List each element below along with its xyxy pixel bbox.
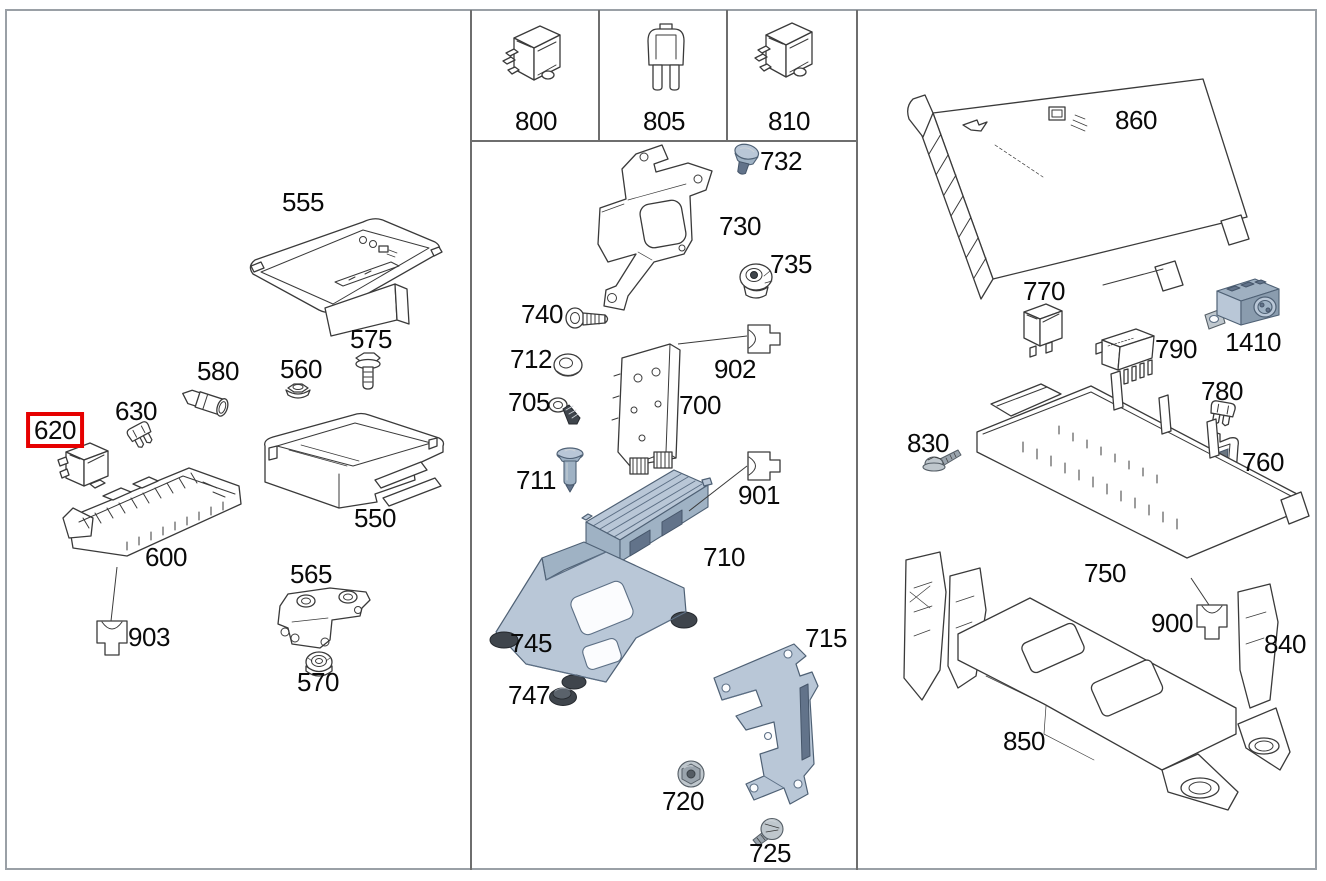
- part-callout-705[interactable]: 705: [508, 387, 550, 417]
- part-575-drawing: [355, 352, 381, 390]
- part-callout-840[interactable]: 840: [1264, 629, 1306, 659]
- part-805-drawing: [647, 23, 685, 91]
- part-callout-565[interactable]: 565: [290, 559, 332, 589]
- leader-lines: [110, 335, 1210, 622]
- part-620-drawing: [57, 442, 109, 489]
- leader-line-600-903: [110, 566, 118, 622]
- part-callout-700[interactable]: 700: [679, 390, 721, 420]
- part-565-drawing: [277, 587, 371, 649]
- part-570-drawing: [305, 651, 333, 677]
- part-1410-drawing: [1204, 278, 1280, 330]
- diagram-outer-border: [5, 9, 1317, 870]
- part-callout-600[interactable]: 600: [145, 542, 187, 572]
- part-callout-747[interactable]: 747: [508, 680, 550, 710]
- part-715-drawing: [713, 643, 819, 805]
- panel-divider-middle-right: [856, 10, 858, 870]
- part-580-drawing: [182, 389, 229, 417]
- panel-divider-left-middle: [470, 10, 472, 870]
- part-callout-900[interactable]: 900: [1151, 608, 1193, 638]
- part-735-drawing: [739, 263, 773, 299]
- part-740-drawing: [565, 307, 609, 329]
- part-790-drawing: [1095, 328, 1155, 385]
- part-callout-760[interactable]: 760: [1242, 447, 1284, 477]
- part-745-drawing: [489, 541, 698, 690]
- part-callout-850[interactable]: 850: [1003, 726, 1045, 756]
- part-860-drawing: [907, 78, 1250, 300]
- part-750-drawing: [976, 370, 1310, 559]
- part-747-drawing: [549, 687, 577, 706]
- part-callout-711[interactable]: 711: [516, 465, 556, 495]
- part-730-drawing: [597, 144, 713, 311]
- part-callout-810[interactable]: 810: [768, 106, 810, 136]
- part-callout-710[interactable]: 710: [703, 542, 745, 572]
- leader-line-700-902: [677, 335, 748, 345]
- part-710-drawing: [581, 469, 713, 563]
- part-callout-860[interactable]: 860: [1115, 105, 1157, 135]
- part-callout-790[interactable]: 790: [1155, 334, 1197, 364]
- part-callout-780[interactable]: 780: [1201, 376, 1243, 406]
- part-callout-902[interactable]: 902: [714, 354, 756, 384]
- part-732-drawing: [734, 143, 760, 175]
- part-callout-555[interactable]: 555: [282, 187, 324, 217]
- reference-cells-bottom-line: [470, 140, 857, 142]
- part-850-drawing: [903, 551, 1291, 811]
- part-callout-745[interactable]: 745: [510, 628, 552, 658]
- part-callout-620[interactable]: 620: [26, 412, 84, 448]
- part-callout-805[interactable]: 805: [643, 106, 685, 136]
- part-callout-575[interactable]: 575: [350, 324, 392, 354]
- part-callout-715[interactable]: 715: [805, 623, 847, 653]
- reference-cell-divider-1: [598, 10, 600, 140]
- part-705-drawing: [548, 397, 581, 425]
- leader-line-710-901: [688, 465, 748, 512]
- part-callout-770[interactable]: 770: [1023, 276, 1065, 306]
- part-callout-830[interactable]: 830: [907, 428, 949, 458]
- part-560-drawing: [285, 383, 311, 399]
- part-830-drawing: [922, 449, 962, 472]
- part-callout-550[interactable]: 550: [354, 503, 396, 533]
- part-600-drawing: [62, 467, 242, 557]
- part-callout-901[interactable]: 901: [738, 480, 780, 510]
- leader-line-750-900: [1190, 577, 1210, 606]
- part-callout-750[interactable]: 750: [1084, 558, 1126, 588]
- reference-cell-divider-2: [726, 10, 728, 140]
- part-callout-800[interactable]: 800: [515, 106, 557, 136]
- part-725-drawing: [752, 817, 784, 847]
- part-720-drawing: [677, 760, 705, 788]
- part-callout-903[interactable]: 903: [128, 622, 170, 652]
- part-callout-732[interactable]: 732: [760, 146, 802, 176]
- part-callout-570[interactable]: 570: [297, 667, 339, 697]
- part-callout-1410[interactable]: 1410: [1225, 327, 1281, 357]
- part-callout-735[interactable]: 735: [770, 249, 812, 279]
- part-callout-580[interactable]: 580: [197, 356, 239, 386]
- part-712-drawing: [553, 353, 583, 377]
- part-callout-712[interactable]: 712: [510, 344, 552, 374]
- part-555-drawing: [249, 218, 443, 337]
- part-711-drawing: [556, 447, 584, 493]
- part-callout-560[interactable]: 560: [280, 354, 322, 384]
- part-callout-720[interactable]: 720: [662, 786, 704, 816]
- part-callout-740[interactable]: 740: [521, 299, 563, 329]
- part-callout-730[interactable]: 730: [719, 211, 761, 241]
- part-callout-725[interactable]: 725: [749, 838, 791, 868]
- part-550-drawing: [264, 412, 445, 509]
- part-callout-630[interactable]: 630: [115, 396, 157, 426]
- part-770-drawing: [1023, 303, 1063, 358]
- part-700-drawing: [611, 343, 681, 475]
